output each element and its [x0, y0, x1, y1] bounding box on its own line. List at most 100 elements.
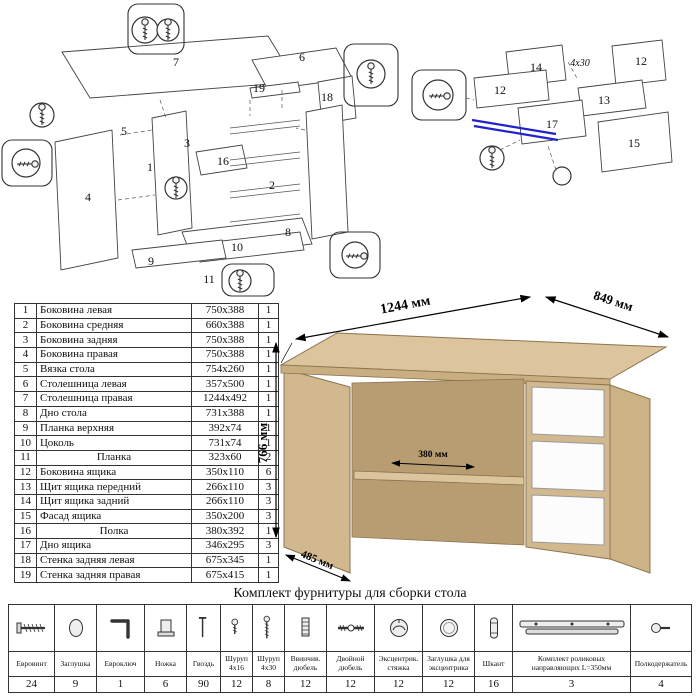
part-name: Столешница левая: [36, 376, 192, 393]
part-name: Дно ящика: [36, 538, 192, 554]
shelf-pin-icon: [631, 605, 691, 651]
drawer-exploded-diagram: 14 12 12 13 15 17 4x30: [411, 39, 673, 186]
panel-rail: [131, 239, 227, 269]
part-size: 350x110: [191, 464, 259, 481]
part-num: 13: [14, 479, 37, 495]
hardware-kit-table: Евровинт 24 Заглушка 9 Евроключ 1 Ножка …: [8, 604, 692, 693]
hardware-item: Заглушка 9: [55, 605, 97, 692]
part-size: 1244x492: [191, 391, 259, 407]
hardware-item-qty: 16: [475, 676, 512, 692]
callout-boxes: [1, 3, 399, 297]
part-size: 380x392: [191, 523, 259, 539]
cam-cap-icon: [423, 605, 474, 651]
callout-box: [411, 69, 467, 121]
hardware-item-label: Заглушка: [55, 651, 96, 676]
screw-long-icon: [253, 605, 284, 651]
hardware-item: Заглушка для эксцентрика 12: [423, 605, 475, 692]
drawer-slides-lines: [229, 119, 301, 223]
dim-arrow-side: [284, 554, 352, 582]
hardware-item: Ножка 6: [145, 605, 187, 692]
slides-icon: [513, 605, 630, 651]
part-size: 346x295: [191, 538, 259, 554]
part-size: 266x110: [191, 479, 259, 495]
part-size: 392x74: [191, 420, 259, 437]
part-num: 9: [14, 420, 37, 437]
callout-magnifier: [552, 166, 572, 186]
part-num: 5: [14, 361, 37, 378]
part-name: Полка: [36, 523, 192, 539]
part-size: 731x74: [191, 435, 259, 451]
dim-shelf-label: 380 мм: [418, 450, 448, 460]
hardware-item-qty: 24: [9, 676, 54, 692]
leg-icon: [145, 605, 186, 651]
part-callout: 15: [628, 136, 640, 150]
hardware-item-label: Полкодержатель: [631, 651, 691, 676]
panel-shelf: [195, 144, 248, 176]
panel-back-strip: [249, 81, 301, 99]
hardware-item-qty: 12: [423, 676, 474, 692]
hardware-item-label: Шкант: [475, 651, 512, 676]
part-name: Стенка задняя правая: [36, 567, 192, 584]
part-size: 350x200: [191, 508, 259, 525]
drawer-side-panel-right: [611, 39, 667, 87]
desk-left-side-panel: [283, 368, 351, 574]
part-num: 15: [14, 508, 37, 525]
part-callout: 13: [598, 93, 610, 107]
dowel-screw-icon: [285, 605, 326, 651]
part-num: 18: [14, 552, 37, 569]
part-callout: 18: [321, 90, 333, 104]
callout-magnifiers: [11, 16, 386, 293]
hardware-item: Шуруп 4x30 8: [253, 605, 285, 692]
part-size: 323x60: [191, 449, 259, 466]
part-size: 754x260: [191, 361, 259, 378]
hardware-item-qty: 90: [187, 676, 220, 692]
nail-icon: [187, 605, 220, 651]
part-name: Боковина правая: [36, 347, 192, 363]
part-size: 660x388: [191, 317, 259, 334]
part-name: Планка верхняя: [36, 420, 192, 437]
part-callout: 7: [173, 55, 179, 69]
part-name: Щит ящика задний: [36, 493, 192, 510]
drawer-front-3: [531, 494, 605, 546]
hardware-item-label: Двойной дюбель: [327, 651, 374, 676]
part-num: 11: [14, 449, 37, 466]
hardware-item-qty: 4: [631, 676, 691, 692]
hardware-item-label: Евровинт: [9, 651, 54, 676]
part-callout: 14: [530, 60, 542, 74]
hardware-item-qty: 6: [145, 676, 186, 692]
hardware-item-qty: 3: [513, 676, 630, 692]
part-size: 357x500: [191, 376, 259, 393]
part-num: 17: [14, 538, 37, 554]
part-callout: 16: [217, 154, 229, 168]
hardware-item: Двойной дюбель 12: [327, 605, 375, 692]
part-size: 675x415: [191, 567, 259, 584]
desk-exploded-diagram: 7 6 19 18 5 3 16 2 1 4 10 8 9 11: [1, 3, 399, 297]
screw-size-annotation: 4x30: [570, 58, 589, 69]
part-callout: 3: [184, 136, 190, 150]
euroscrew-icon: [9, 605, 54, 651]
part-size: 750x388: [191, 303, 259, 319]
screw-icon: [221, 605, 252, 651]
dim-arrow-shelf: [391, 460, 475, 470]
part-size: 731x388: [191, 405, 259, 422]
desk-shelf: [353, 470, 525, 486]
hardware-item: Евроключ 1: [97, 605, 145, 692]
part-callout: 17: [546, 117, 558, 131]
part-name: Планка: [36, 449, 192, 466]
hexkey-icon: [97, 605, 144, 651]
part-callout: 1: [147, 160, 153, 174]
drawer-side-panel-left: [473, 69, 550, 109]
part-num: 1: [14, 303, 37, 319]
assembly-guide-lines: [117, 90, 306, 201]
part-name: Боковина задняя: [36, 332, 192, 349]
part-name: Боковина ящика: [36, 464, 192, 481]
